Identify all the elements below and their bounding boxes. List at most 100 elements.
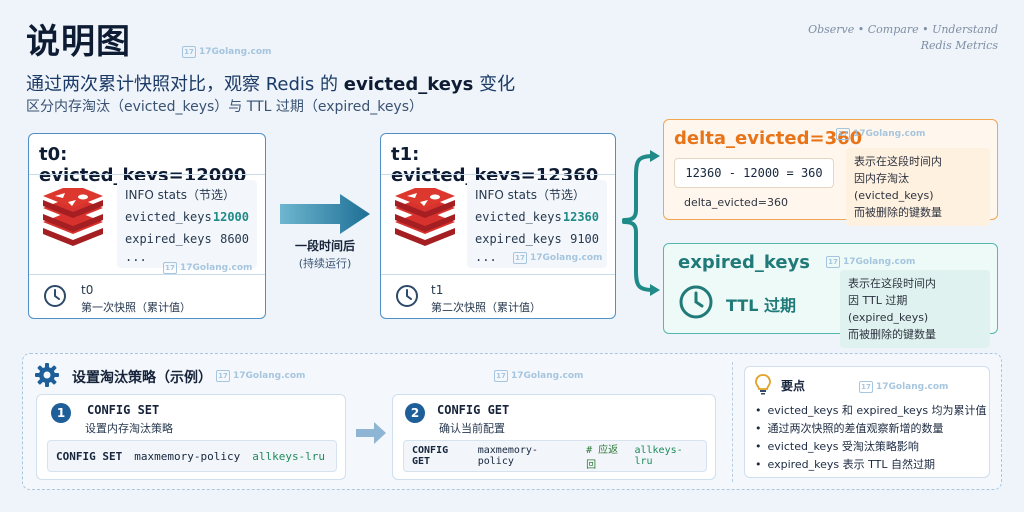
clock-icon (679, 285, 713, 319)
t0-ellipsis: ... (125, 250, 147, 264)
watermark-logo-icon: 17 (182, 46, 196, 58)
tip-item: 通过两次快照的差值观察新增的数量 (755, 419, 987, 437)
page-title: 说明图 (26, 22, 131, 62)
page-subtitle-secondary: 区分内存淘汰（evicted_keys）与 TTL 过期（expired_key… (26, 99, 424, 115)
clock-icon (396, 285, 418, 307)
tip-item: evicted_keys 和 expired_keys 均为累计值 (755, 401, 987, 419)
t1-info-box: INFO stats（节选） evicted_keys 12360 expire… (467, 180, 607, 268)
step1-val: allkeys-lru (252, 449, 326, 463)
step2-title: CONFIG GET (437, 403, 510, 417)
expired-desc-line2: 因 TTL 过期 (expired_keys) (848, 294, 929, 324)
expired-desc-line1: 表示在这段时间内 (848, 277, 936, 290)
t1-row1-val: 12360 (562, 210, 599, 224)
delta-result: delta_evicted=360 (684, 196, 789, 209)
t1-row2-val: 9100 (570, 232, 599, 246)
step-card-config-get: 2 CONFIG GET 确认当前配置 CONFIG GET maxmemory… (392, 394, 716, 480)
watermark-logo-icon: 17 (163, 262, 177, 274)
t0-info-title: INFO stats（节选） (125, 188, 235, 202)
tips-list: evicted_keys 和 expired_keys 均为累计值 通过两次快照… (755, 401, 987, 473)
step2-comment: # 应返回 (586, 445, 619, 471)
watermark-logo-icon: 17 (836, 128, 850, 140)
divider (29, 174, 265, 175)
delta-formula: 12360 - 12000 = 360 (674, 158, 834, 188)
step2-command: CONFIG GET maxmemory-policy # 应返回 allkey… (403, 440, 707, 472)
expired-heading: expired_keys (678, 252, 810, 273)
step1-cmd: CONFIG SET (56, 449, 123, 463)
t1-row2-key: expired_keys (475, 232, 562, 246)
t1-row1-key: evicted_keys (475, 210, 562, 224)
t0-foot-sub: 第一次快照（累计值） (81, 301, 191, 314)
panel-divider (732, 362, 733, 482)
subtitle-prefix: 通过两次累计快照对比，观察 Redis 的 (26, 74, 344, 95)
delta-heading: delta_evicted=360 (674, 128, 863, 149)
step2-desc: 确认当前配置 (439, 422, 505, 435)
watermark-logo-icon: 17 (826, 256, 840, 268)
step1-command: CONFIG SET maxmemory-policy allkeys-lru (47, 440, 337, 472)
clock-icon (44, 285, 66, 307)
redis-logo-icon (43, 188, 103, 246)
t0-info-box: INFO stats（节选） evicted_keys 12000 expire… (117, 180, 257, 268)
page-subtitle: 通过两次累计快照对比，观察 Redis 的 evicted_keys 变化 (26, 70, 515, 96)
expired-desc-line3: 而被删除的键数量 (848, 328, 936, 341)
delta-desc-line3: 而被删除的键数量 (854, 206, 942, 219)
delta-desc-line1: 表示在这段时间内 (854, 155, 942, 168)
step-number: 2 (405, 403, 425, 423)
lightbulb-icon (755, 374, 771, 395)
step2-cmd: CONFIG GET (412, 445, 449, 467)
step2-val: allkeys-lru (634, 445, 683, 467)
redis-logo-icon (395, 188, 455, 246)
step-number: 1 (51, 403, 71, 423)
step2-arg: maxmemory-policy (477, 445, 538, 467)
tip-item: evicted_keys 受淘汰策略影响 (755, 437, 987, 455)
t1-info-title: INFO stats（节选） (475, 188, 585, 202)
t1-foot-title: t1 (431, 283, 444, 297)
divider (381, 274, 615, 275)
arrow-sublabel: (持续运行) (298, 257, 352, 270)
snapshot-card-t1: t1: evicted_keys=12360 INFO stats（节选） ev… (380, 133, 616, 319)
subtitle-key: evicted_keys (343, 74, 474, 95)
subtitle-suffix: 变化 (473, 74, 516, 95)
watermark-logo-icon: 17 (216, 370, 230, 382)
divider (381, 174, 615, 175)
ttl-label: TTL 过期 (726, 296, 796, 315)
watermark-logo-icon: 17 (859, 381, 873, 393)
t1-row-evicted: evicted_keys 12360 (475, 206, 599, 228)
arrow-label: 一段时间后 (294, 239, 355, 253)
next-arrow-icon (356, 422, 386, 444)
step1-title: CONFIG SET (87, 403, 160, 417)
t0-row-evicted: evicted_keys 12000 (125, 206, 249, 228)
snapshot-card-t0: t0: evicted_keys=12000 INFO stats（节选） ev… (28, 133, 266, 319)
watermark-logo-icon: 17 (494, 370, 508, 382)
watermark-logo-icon: 17 (513, 252, 527, 264)
split-brace-icon (622, 150, 660, 296)
policy-title: 设置淘汰策略（示例） (72, 370, 212, 386)
divider (29, 274, 265, 275)
time-arrow-icon (280, 194, 370, 234)
t0-row1-key: evicted_keys (125, 210, 212, 224)
delta-desc-line2: 因内存淘汰 (evicted_keys) (854, 172, 934, 202)
delta-description: 表示在这段时间内 因内存淘汰 (evicted_keys) 而被删除的键数量 (846, 148, 990, 226)
step-card-config-set: 1 CONFIG SET 设置内存淘汰策略 CONFIG SET maxmemo… (36, 394, 346, 480)
t0-row-expired: expired_keys 8600 (125, 228, 249, 250)
t0-row2-val: 8600 (220, 232, 249, 246)
tagline-line1: Observe • Compare • Understand (808, 23, 998, 36)
t1-row-expired: expired_keys 9100 (475, 228, 599, 250)
step1-desc: 设置内存淘汰策略 (85, 422, 173, 435)
t0-row1-val: 12000 (212, 210, 249, 224)
t1-ellipsis: ... (475, 250, 497, 264)
tagline-line2: Redis Metrics (920, 39, 998, 52)
t1-foot-sub: 第二次快照（累计值） (431, 301, 541, 314)
tips-title: 要点 (781, 379, 806, 393)
t0-row2-key: expired_keys (125, 232, 212, 246)
